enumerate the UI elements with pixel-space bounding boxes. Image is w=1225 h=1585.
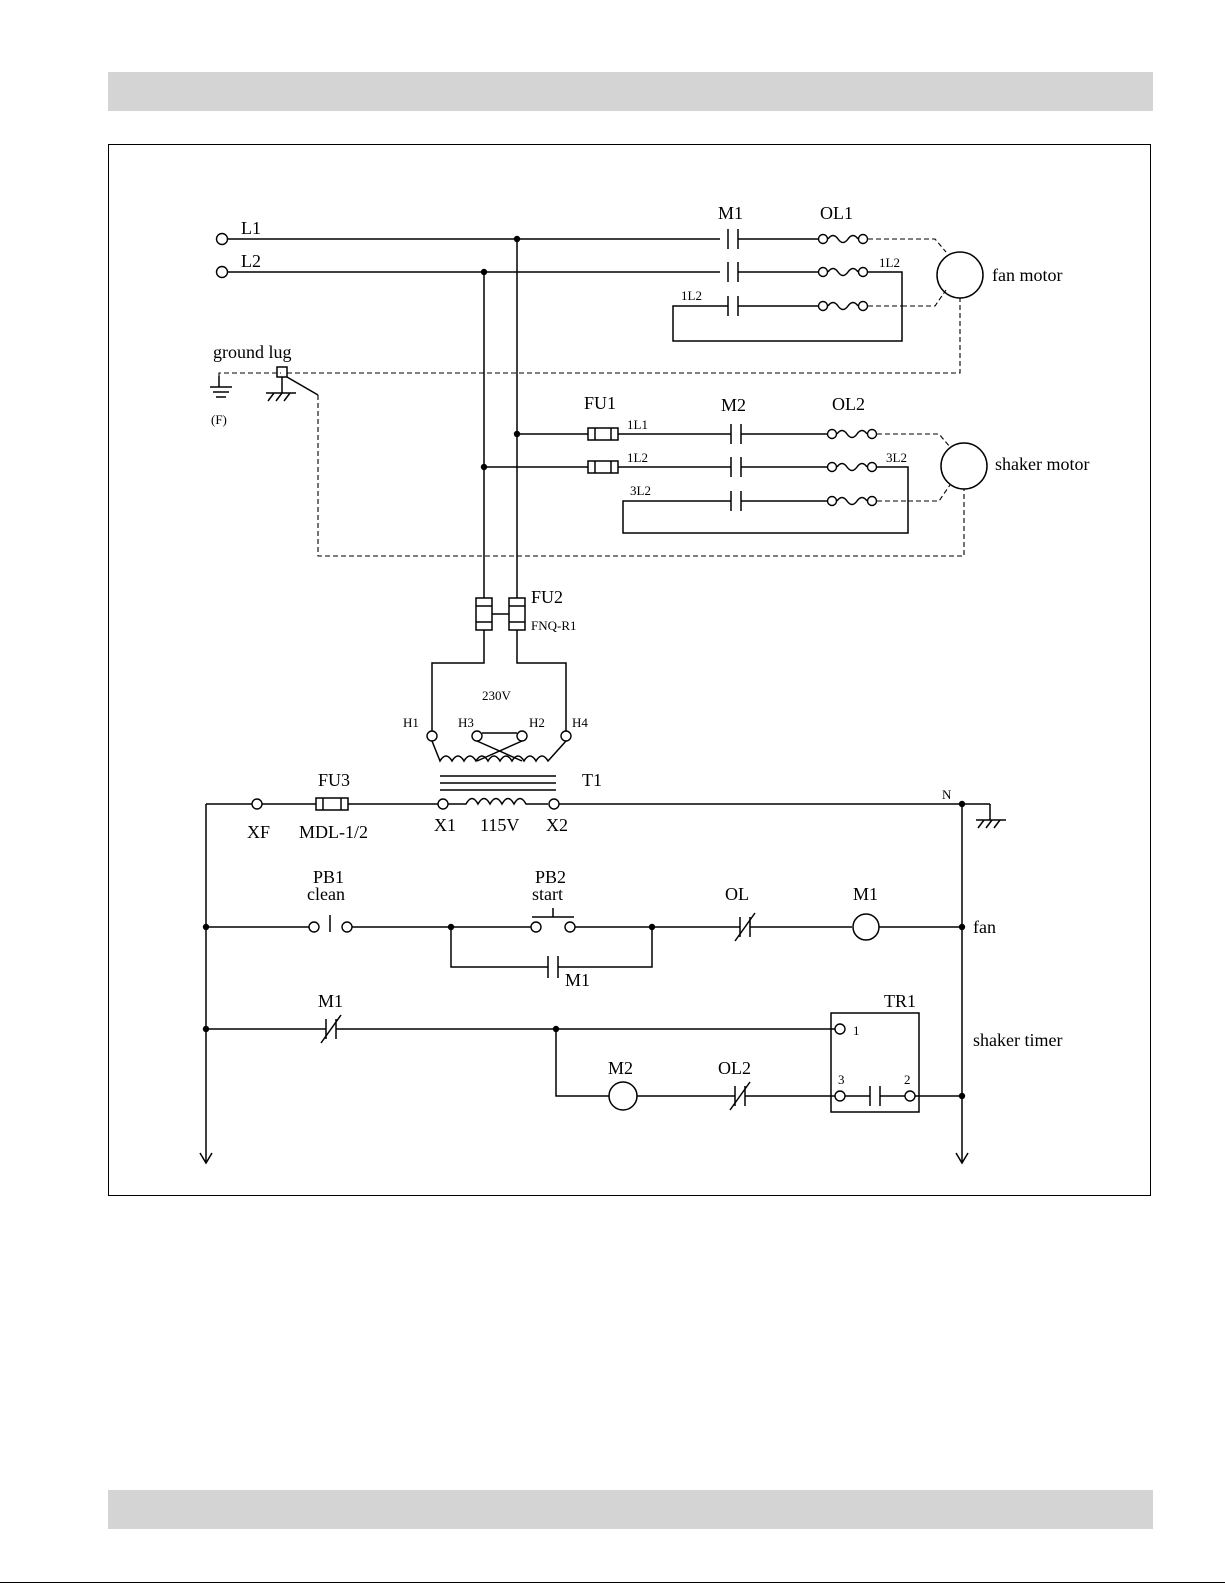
pb1-terminal-a: [309, 922, 319, 932]
m1-coil-icon: [853, 914, 879, 940]
shaker-1l1-tag: 1L1: [627, 417, 648, 432]
l2-terminal: [217, 267, 228, 278]
m2-coil-icon: [609, 1082, 637, 1110]
rung-fan: PB1 clean PB2 start OL M1 M1 fan: [203, 867, 996, 990]
fan-motor-label: fan motor: [992, 265, 1062, 285]
m1-seal-label: M1: [565, 970, 590, 990]
ol2-heaters: [828, 430, 877, 506]
fan-motor-circuit: M1 OL1 1L2 1L2 fan motor: [673, 203, 1062, 341]
fu2-type-label: FNQ-R1: [531, 618, 577, 633]
shaker-motor-circuit: FU1 1L1 1L2 M2 OL2 3L2 3L2 shaker motor: [484, 393, 1089, 533]
pb2-terminal-a: [531, 922, 541, 932]
pb1-terminal-b: [342, 922, 352, 932]
m2-label: M2: [721, 395, 746, 415]
shaker-1l2-tag: 1L2: [627, 450, 648, 465]
xf-terminal: [252, 799, 262, 809]
tr1-pin2-terminal: [905, 1091, 915, 1101]
x2-terminal: [549, 799, 559, 809]
m1-coil-label: M1: [853, 884, 878, 904]
fan-1l2-left-tag: 1L2: [681, 288, 702, 303]
footer-band: [108, 1490, 1153, 1529]
fu1-fuse-l1: [588, 428, 618, 440]
fu2-fuse-b: [509, 598, 525, 630]
h3-terminal: [472, 731, 482, 741]
x1-terminal: [438, 799, 448, 809]
fu3-type-label: MDL-1/2: [299, 822, 368, 842]
ground-f-label: (F): [211, 412, 227, 427]
ol2-label: OL2: [832, 394, 865, 414]
shaker-motor-icon: [941, 443, 987, 489]
fan-1l2-right-tag: 1L2: [879, 255, 900, 270]
xf-label: XF: [247, 822, 270, 842]
fu2-label: FU2: [531, 587, 563, 607]
h2-terminal: [517, 731, 527, 741]
pb1-name-label: clean: [307, 884, 345, 904]
tr1-pin3-label: 3: [838, 1072, 845, 1087]
h1-label: H1: [403, 715, 419, 730]
shaker-timer-label: shaker timer: [973, 1030, 1062, 1050]
neutral-label: N: [942, 787, 952, 802]
fu3-label: FU3: [318, 770, 350, 790]
m1-label: M1: [718, 203, 743, 223]
tr1-pin1-label: 1: [853, 1023, 860, 1038]
shaker-3l2-left-tag: 3L2: [630, 483, 651, 498]
tr1-pin2-label: 2: [904, 1072, 911, 1087]
fu3-fuse: [316, 798, 348, 810]
ground-lug-icon: [277, 367, 287, 377]
ground-circuit: ground lug (F): [210, 298, 964, 556]
fan-motor-icon: [937, 252, 983, 298]
transformer-section: FU2 FNQ-R1 230V H1 H3 H2 H4 T1: [403, 587, 602, 790]
fu1-label: FU1: [584, 393, 616, 413]
x2-label: X2: [546, 815, 568, 835]
ol1-heaters: [819, 235, 868, 311]
h1-terminal: [427, 731, 437, 741]
h3-label: H3: [458, 715, 474, 730]
bottom-rule: [0, 1582, 1225, 1583]
ol-label: OL: [725, 884, 749, 904]
fan-rung-label: fan: [973, 917, 996, 937]
pb2-name-label: start: [532, 884, 563, 904]
x1-label: X1: [434, 815, 456, 835]
fu2-fuse-a: [476, 598, 492, 630]
tr1-pin1-terminal: [835, 1024, 845, 1034]
shaker-3l2-right-tag: 3L2: [886, 450, 907, 465]
t1-label: T1: [582, 770, 602, 790]
l1-label: L1: [241, 218, 261, 238]
h4-label: H4: [572, 715, 588, 730]
secondary-voltage-label: 115V: [480, 815, 519, 835]
rung-shaker-timer: M1 TR1 1 3 2 M2 OL2 shaker timer: [203, 991, 1063, 1112]
fu1-fuse-l2: [588, 461, 618, 473]
primary-voltage-label: 230V: [482, 688, 512, 703]
h4-terminal: [561, 731, 571, 741]
pb2-terminal-b: [565, 922, 575, 932]
m2-main-contacts: [731, 424, 741, 511]
l2-label: L2: [241, 251, 261, 271]
m2-coil-label: M2: [608, 1058, 633, 1078]
h2-label: H2: [529, 715, 545, 730]
ground-lug-label: ground lug: [213, 342, 292, 362]
tr1-pin3-terminal: [835, 1091, 845, 1101]
tr1-label: TR1: [884, 991, 916, 1011]
l1-terminal: [217, 234, 228, 245]
ol2-rung-label: OL2: [718, 1058, 751, 1078]
shaker-motor-label: shaker motor: [995, 454, 1089, 474]
m1-nc-label: M1: [318, 991, 343, 1011]
power-lines: L1 L2: [217, 218, 721, 598]
m1-main-contacts: [720, 229, 738, 316]
ol1-label: OL1: [820, 203, 853, 223]
